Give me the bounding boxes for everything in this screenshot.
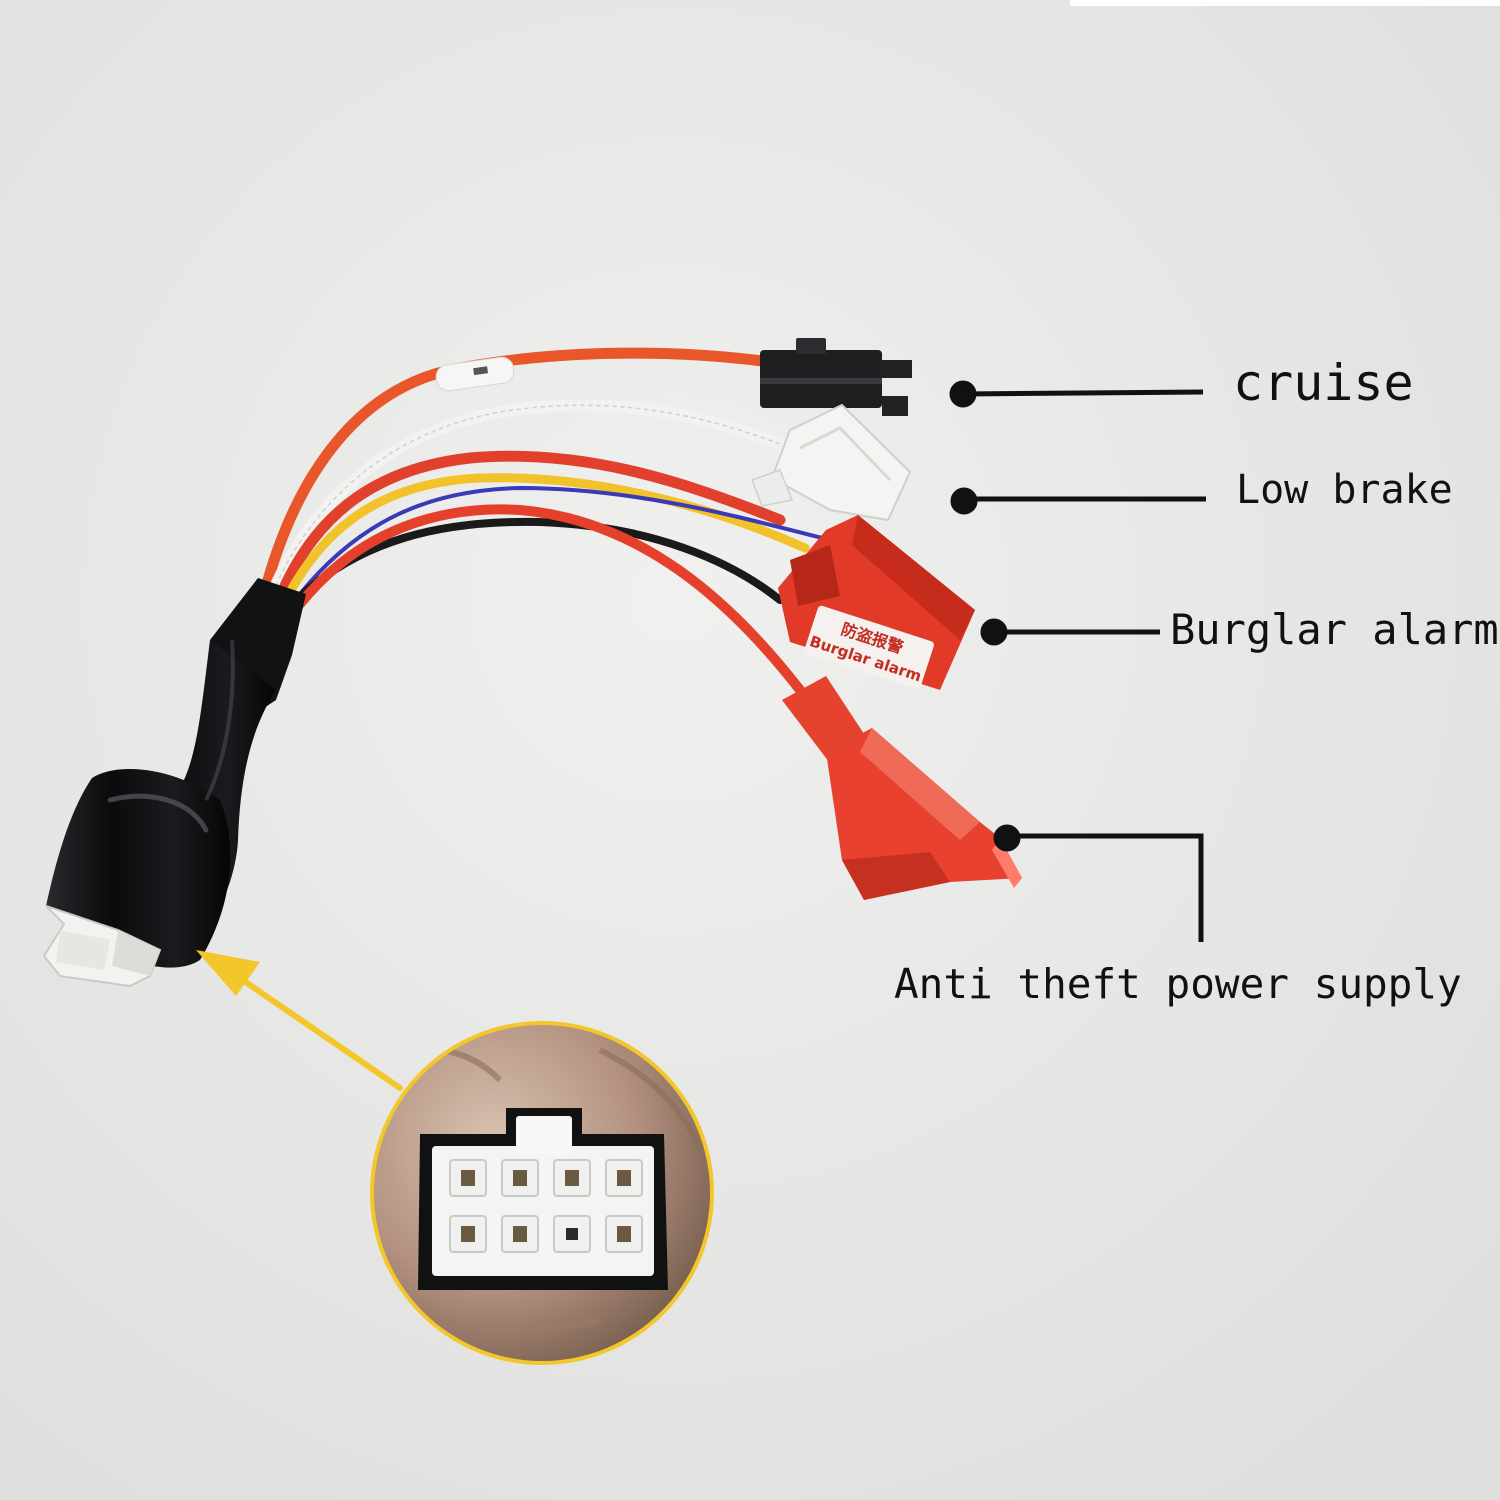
low-brake-connector bbox=[751, 403, 912, 522]
white-wire-print bbox=[275, 404, 791, 586]
yellow-arrow bbox=[196, 950, 403, 1091]
inset-latch bbox=[516, 1116, 572, 1154]
label-low-brake: Low brake bbox=[1236, 467, 1453, 513]
label-cruise: cruise bbox=[1233, 354, 1414, 412]
red-wire-anti-theft bbox=[295, 504, 805, 695]
connector-closeup-inset bbox=[370, 1021, 714, 1365]
main-connector-plug bbox=[42, 905, 162, 988]
black-wire bbox=[292, 517, 784, 604]
callout-line-cruise bbox=[962, 389, 1204, 397]
wire-sleeve bbox=[435, 356, 515, 392]
cruise-connector bbox=[760, 338, 912, 416]
yellow-wire-alarm bbox=[285, 473, 810, 597]
inset-insert bbox=[432, 1146, 654, 1276]
label-burglar-alarm: Burglar alarm bbox=[1170, 605, 1499, 654]
red-wire-alarm bbox=[278, 450, 786, 594]
anti-theft-connector bbox=[782, 676, 1022, 900]
wire-bundle bbox=[262, 347, 832, 695]
blue-wire-alarm bbox=[298, 485, 832, 596]
inset-pins bbox=[449, 1159, 643, 1253]
callout-lines bbox=[949, 380, 1206, 942]
arrow-head bbox=[196, 950, 260, 996]
top-edge-strip bbox=[1070, 0, 1500, 6]
main-harness-boot bbox=[46, 578, 306, 968]
label-anti-theft-power-supply: Anti theft power supply bbox=[894, 960, 1462, 1008]
callout-line-anti-theft bbox=[1007, 833, 1204, 942]
